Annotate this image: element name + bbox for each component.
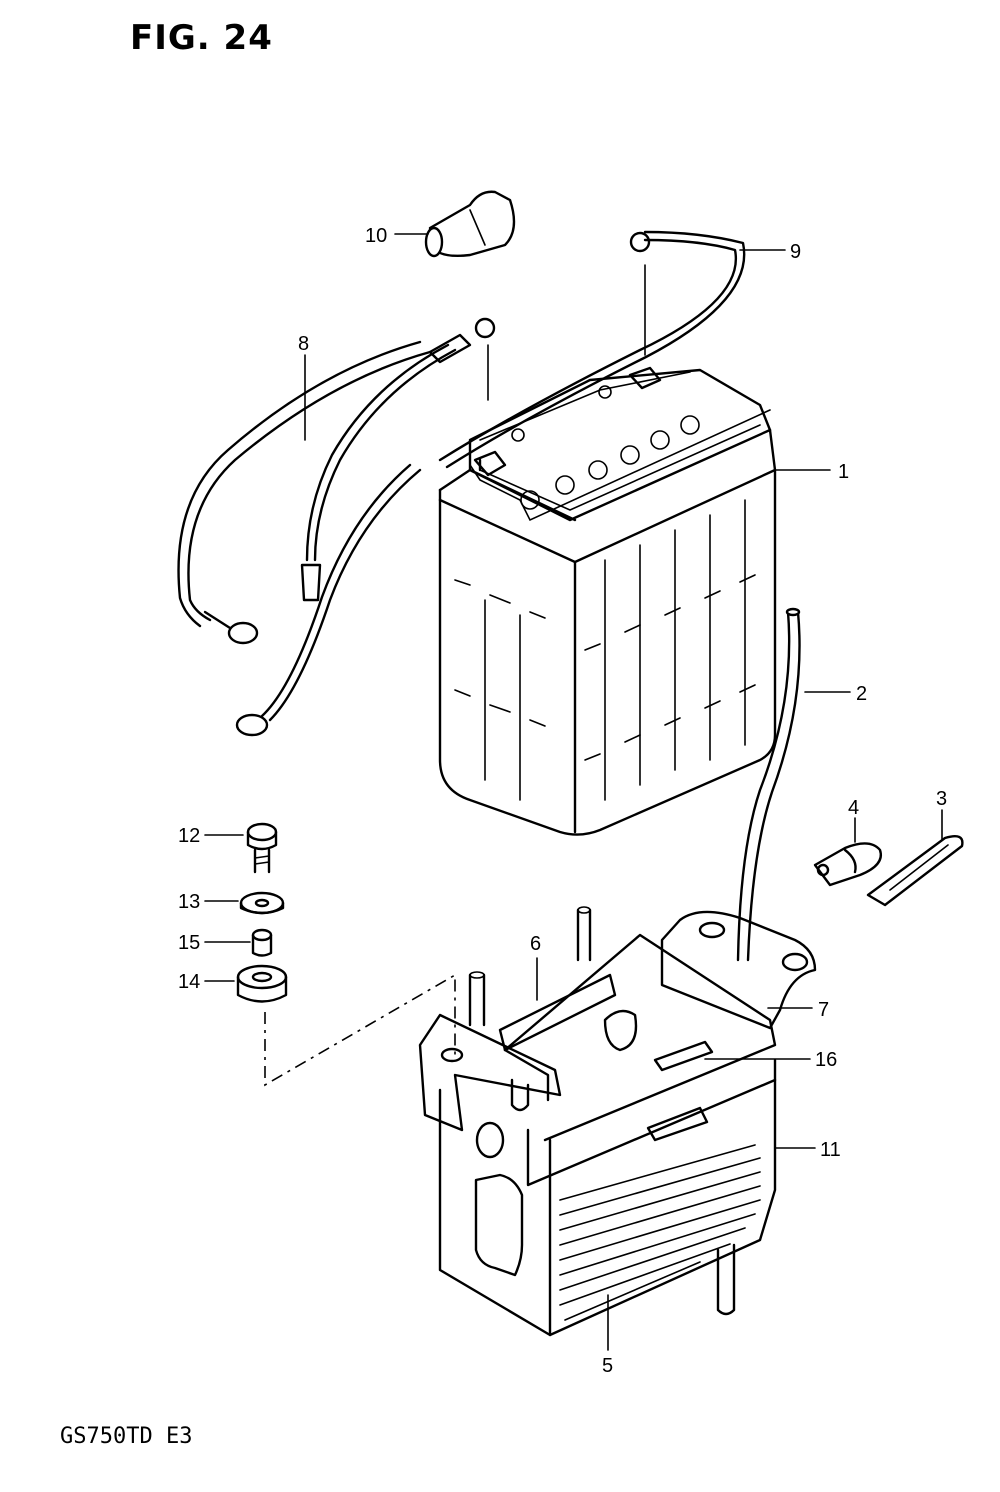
cushion: [236, 964, 288, 1003]
callout-labels: 1 2 3 4 5 6 7 8 9 10 11 12 13 15 14 16: [178, 225, 947, 1377]
callout-12: 12: [178, 825, 200, 847]
battery-tray: [418, 906, 817, 1337]
bolt: [246, 822, 278, 874]
battery-lead-wire-9: [235, 230, 746, 737]
battery: [438, 366, 777, 836]
terminal-cover: [424, 190, 516, 258]
breather-hose: [736, 607, 801, 962]
callout-11: 11: [820, 1139, 841, 1161]
callout-15: 15: [178, 932, 200, 954]
callout-14: 14: [178, 971, 200, 993]
battery-lead-wire-8: [177, 317, 496, 645]
callout-13: 13: [178, 891, 200, 913]
leader-lines: [204, 233, 943, 1351]
callout-5: 5: [602, 1355, 613, 1377]
callout-2: 2: [856, 683, 867, 705]
callout-9: 9: [790, 241, 801, 263]
assembly-line: [264, 973, 456, 1087]
figure-title: FIG. 24: [130, 18, 273, 58]
callout-8: 8: [298, 333, 309, 355]
collar: [251, 928, 273, 957]
washer: [239, 891, 285, 915]
callout-4: 4: [848, 797, 859, 819]
callout-10: 10: [365, 225, 387, 247]
callout-7: 7: [818, 999, 829, 1021]
model-code: GS750TD E3: [60, 1424, 193, 1449]
hose-clamp: [813, 842, 882, 887]
callout-1: 1: [838, 461, 849, 483]
callout-3: 3: [936, 788, 947, 810]
battery-band: [866, 835, 964, 907]
callout-6: 6: [530, 933, 541, 955]
callout-16: 16: [815, 1049, 837, 1071]
